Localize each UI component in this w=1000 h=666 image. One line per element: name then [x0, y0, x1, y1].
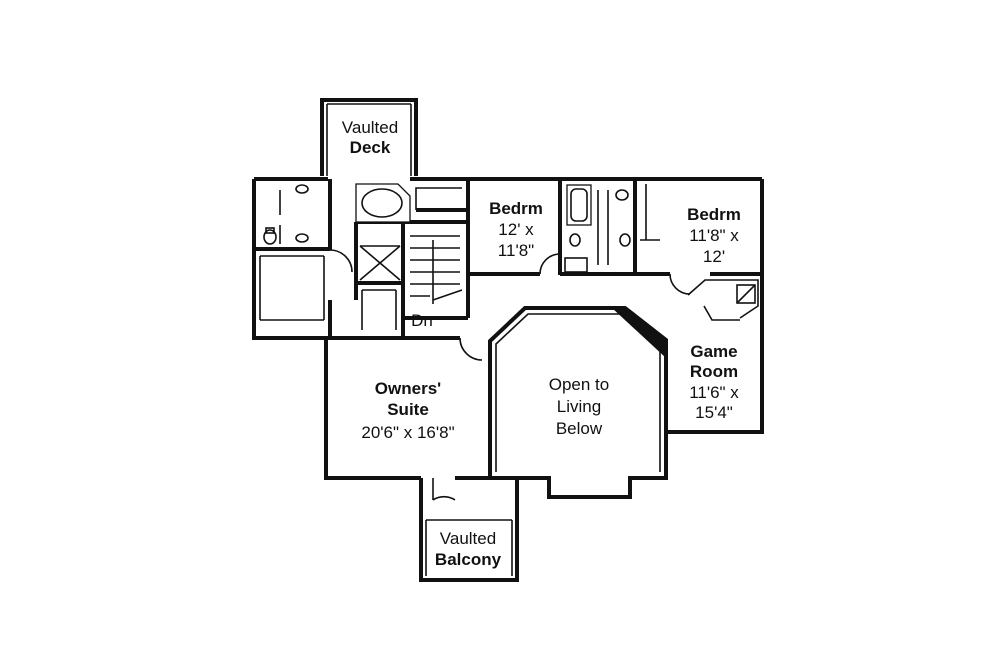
open-to-below-outline: [488, 306, 668, 499]
stair-down-label: Dn: [411, 311, 433, 330]
owners-suite-line2: Suite: [387, 400, 429, 419]
open-to-below-line2: Living: [557, 397, 601, 416]
vaulted-deck-line1: Vaulted: [342, 118, 398, 137]
game-room-dim1: 11'6" x: [689, 383, 739, 402]
game-room-line2: Room: [690, 362, 738, 381]
bedroom-2-dim1: 11'8" x: [689, 226, 739, 245]
open-to-below-line1: Open to: [549, 375, 610, 394]
owners-suite-dim: 20'6" x 16'8": [361, 423, 454, 442]
exterior-walls: [252, 98, 764, 582]
game-room-line1: Game: [690, 342, 737, 361]
game-room-dim2: 15'4": [695, 403, 733, 422]
vaulted-deck-line2: Deck: [350, 138, 391, 157]
bedroom-1-name: Bedrm: [489, 199, 543, 218]
open-to-below-line3: Below: [556, 419, 603, 438]
room-labels: Vaulted Deck Bedrm 12' x 11'8" Bedrm 11'…: [342, 118, 741, 569]
bedroom-1-dim2: 11'8": [498, 241, 534, 260]
vaulted-balcony-line1: Vaulted: [440, 529, 496, 548]
bedroom-2-dim2: 12': [703, 247, 725, 266]
bedroom-2-name: Bedrm: [687, 205, 741, 224]
stair-treads: [410, 235, 463, 304]
bedroom-1-dim1: 12' x: [498, 220, 534, 239]
fixtures: [263, 183, 691, 501]
owners-suite-line1: Owners': [375, 379, 441, 398]
vaulted-balcony-line2: Balcony: [435, 550, 502, 569]
